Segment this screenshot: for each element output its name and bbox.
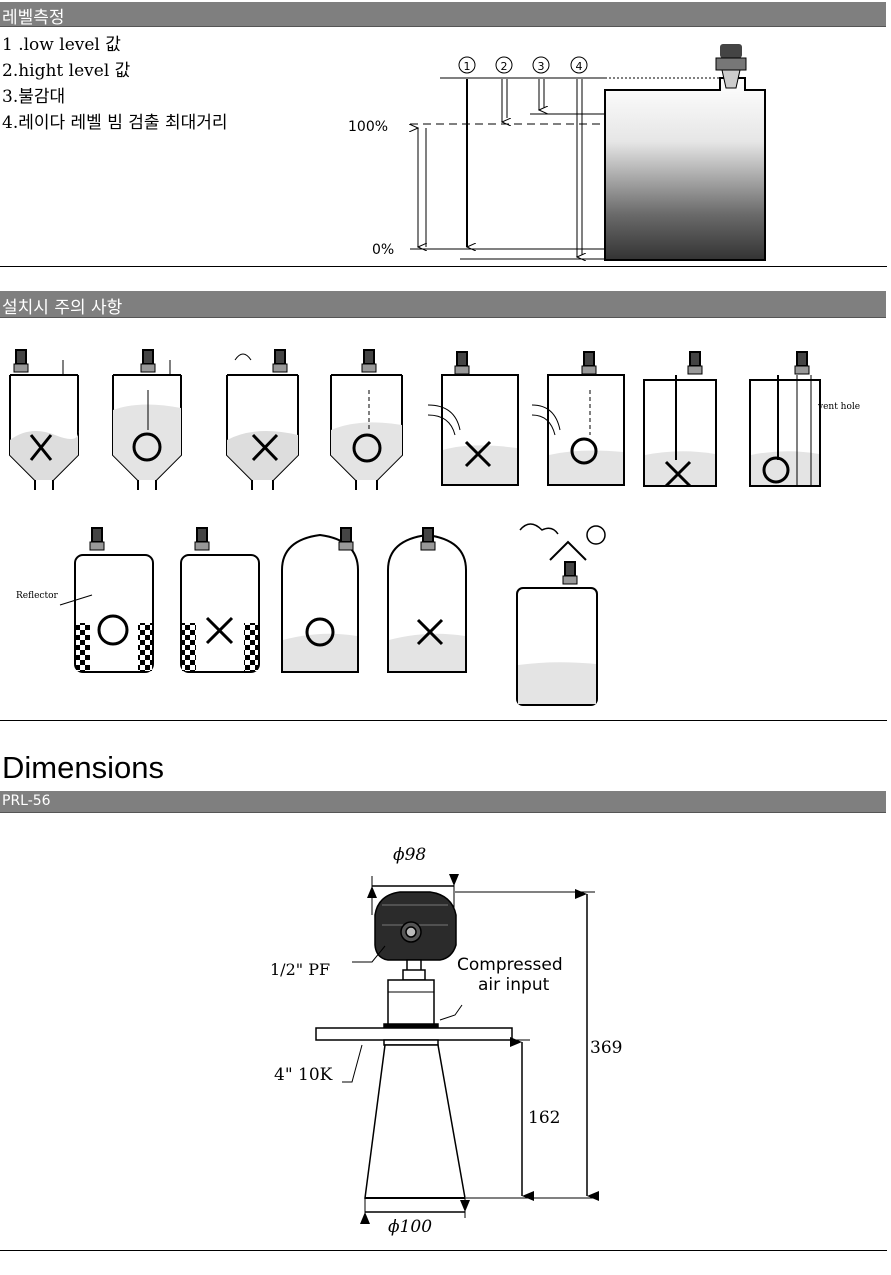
tank-illustration [604,44,766,261]
legend-item-2: 2.hight level 값 [2,61,131,81]
label-flange: 4" 10K [274,1065,333,1085]
install-case-5 [427,351,519,486]
install-case-8 [749,351,821,487]
label-air-input: air input [478,975,550,995]
level-diagram: 1 2 3 4 100% 0% [348,44,766,261]
circle-label-3: 3 [532,56,550,74]
flange [315,1027,513,1041]
model-name: PRL-56 [2,793,51,809]
svg-text:2: 2 [501,60,508,73]
install-case-13 [516,523,606,706]
label-compressed: Compressed [457,955,563,975]
section-bar-install: 설치시 주의 사항 [0,291,886,318]
install-case-6 [531,351,625,486]
circle-label-2: 2 [495,56,513,74]
svg-text:4: 4 [576,60,583,73]
label-100pct: 100% [348,119,388,135]
install-case-10 [180,527,260,673]
reflector-label: Reflector [16,591,59,601]
label-369: 369 [590,1038,622,1058]
divider [0,720,887,721]
dimensions-heading: Dimensions [2,750,164,785]
install-case-3 [226,349,299,490]
label-phi98: ϕ98 [393,845,426,865]
label-phi100: ϕ100 [388,1217,432,1237]
label-162: 162 [528,1108,560,1128]
install-case-9 [59,527,154,673]
circle-label-1: 1 [458,56,476,74]
svg-text:3: 3 [538,60,545,73]
svg-text:1: 1 [464,60,471,73]
label-0pct: 0% [372,242,394,258]
label-pf: 1/2" PF [270,960,330,979]
divider [0,1250,887,1251]
model-bar: PRL-56 [0,791,886,813]
dimension-drawing: ϕ98 1/2" PF Compressed air input 4" 10K … [270,845,622,1237]
horn-antenna [364,1044,466,1199]
legend-item-4: 4.레이다 레벨 빔 검출 최대거리 [2,113,228,133]
level-legend: 1 .low level 값 2.hight level 값 3.불감대 4.레… [2,32,228,136]
section-title-level: 레벨측정 [2,8,65,28]
install-diagrams: vent hole Reflector [9,349,860,706]
install-case-4 [330,349,403,490]
install-case-12 [387,527,467,673]
install-case-11 [281,527,359,673]
divider [0,266,887,267]
section-title-install: 설치시 주의 사항 [2,298,123,318]
install-case-2 [112,349,182,490]
section-bar-level: 레벨측정 [0,2,886,28]
install-case-7 [643,351,717,488]
legend-item-1: 1 .low level 값 [2,35,121,55]
circle-label-4: 4 [570,56,588,74]
install-case-1 [9,349,79,490]
legend-item-3: 3.불감대 [2,87,66,107]
vent-hole-label: vent hole [817,402,860,412]
